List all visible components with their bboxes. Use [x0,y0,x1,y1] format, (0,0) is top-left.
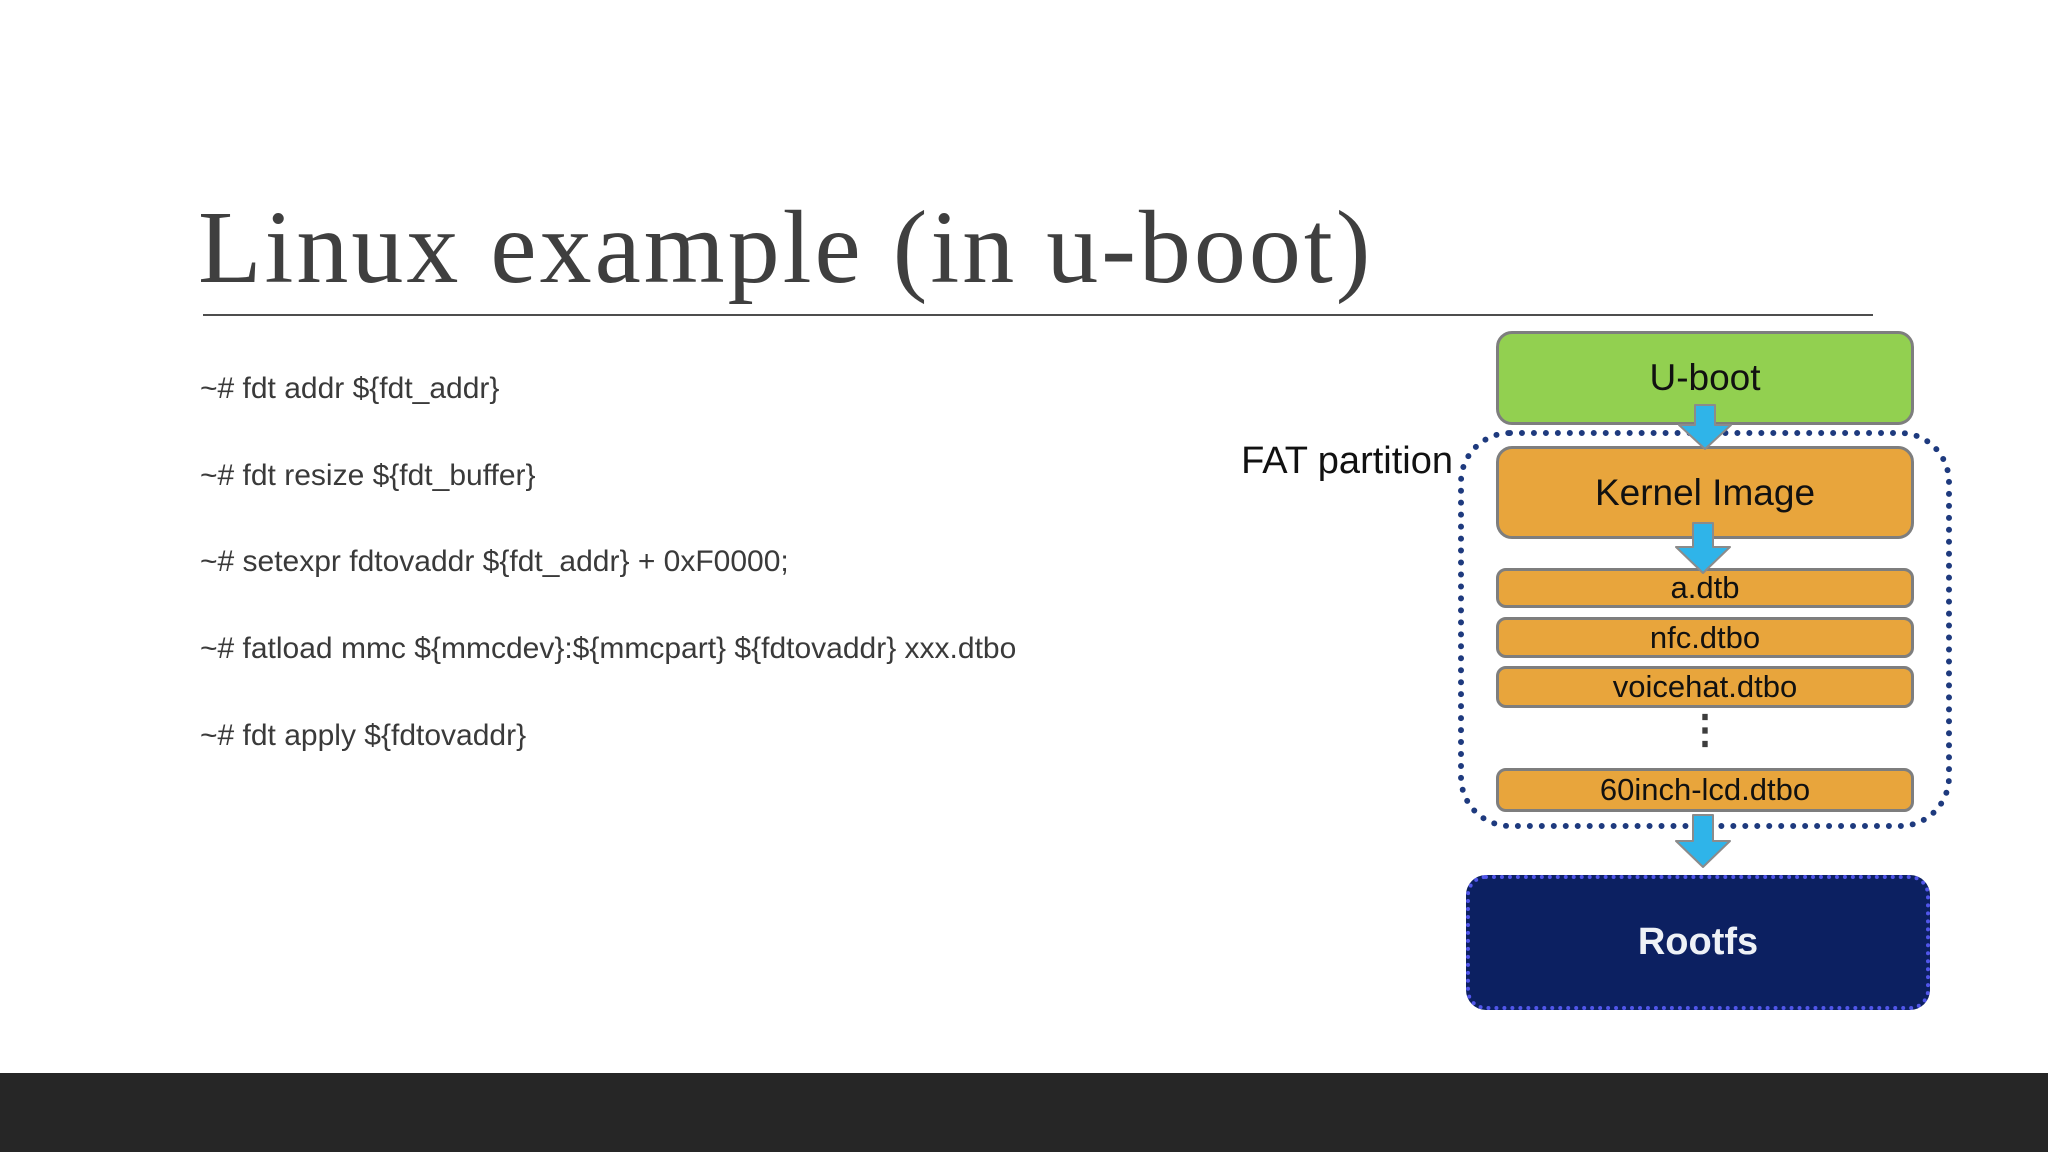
down-arrow-icon [1675,814,1731,868]
rootfs-box-label: Rootfs [1637,921,1759,963]
title-divider-line [203,314,1873,316]
command-line-fdt-resize: ~# fdt resize ${fdt_buffer} [200,459,536,492]
bottom-letterbox-bar [0,1073,2048,1152]
dtbo-file-box: 60inch-lcd.dtbo [1496,768,1914,812]
down-arrow-icon [1675,522,1731,574]
rootfs-box: Rootfs [1466,875,1930,1010]
dtbo-file-box: nfc.dtbo [1496,617,1914,658]
fat-partition-label: FAT partition [1241,440,1453,482]
dtbo-file-label: voicehat.dtbo [1612,669,1798,704]
command-line-fdt-apply: ~# fdt apply ${fdtovaddr} [200,719,527,752]
page-title: Linux example (in u-boot) [198,189,1374,305]
dtb-file-label: a.dtb [1670,570,1740,605]
command-line-fdt-addr: ~# fdt addr ${fdt_addr} [200,372,500,405]
dtbo-file-box: voicehat.dtbo [1496,666,1914,708]
dtbo-file-label: 60inch-lcd.dtbo [1599,772,1811,807]
uboot-box-label: U-boot [1649,357,1761,398]
command-line-fatload: ~# fatload mmc ${mmcdev}:${mmcpart} ${fd… [200,632,1017,665]
kernel-image-box-label: Kernel Image [1594,471,1816,513]
down-arrow-icon [1678,404,1732,450]
command-line-setexpr: ~# setexpr fdtovaddr ${fdt_addr} + 0xF00… [200,545,789,578]
dtbo-file-label: nfc.dtbo [1649,619,1761,655]
vertical-ellipsis: ⋮ [1685,708,1725,752]
dtb-file-box: a.dtb [1496,568,1914,608]
